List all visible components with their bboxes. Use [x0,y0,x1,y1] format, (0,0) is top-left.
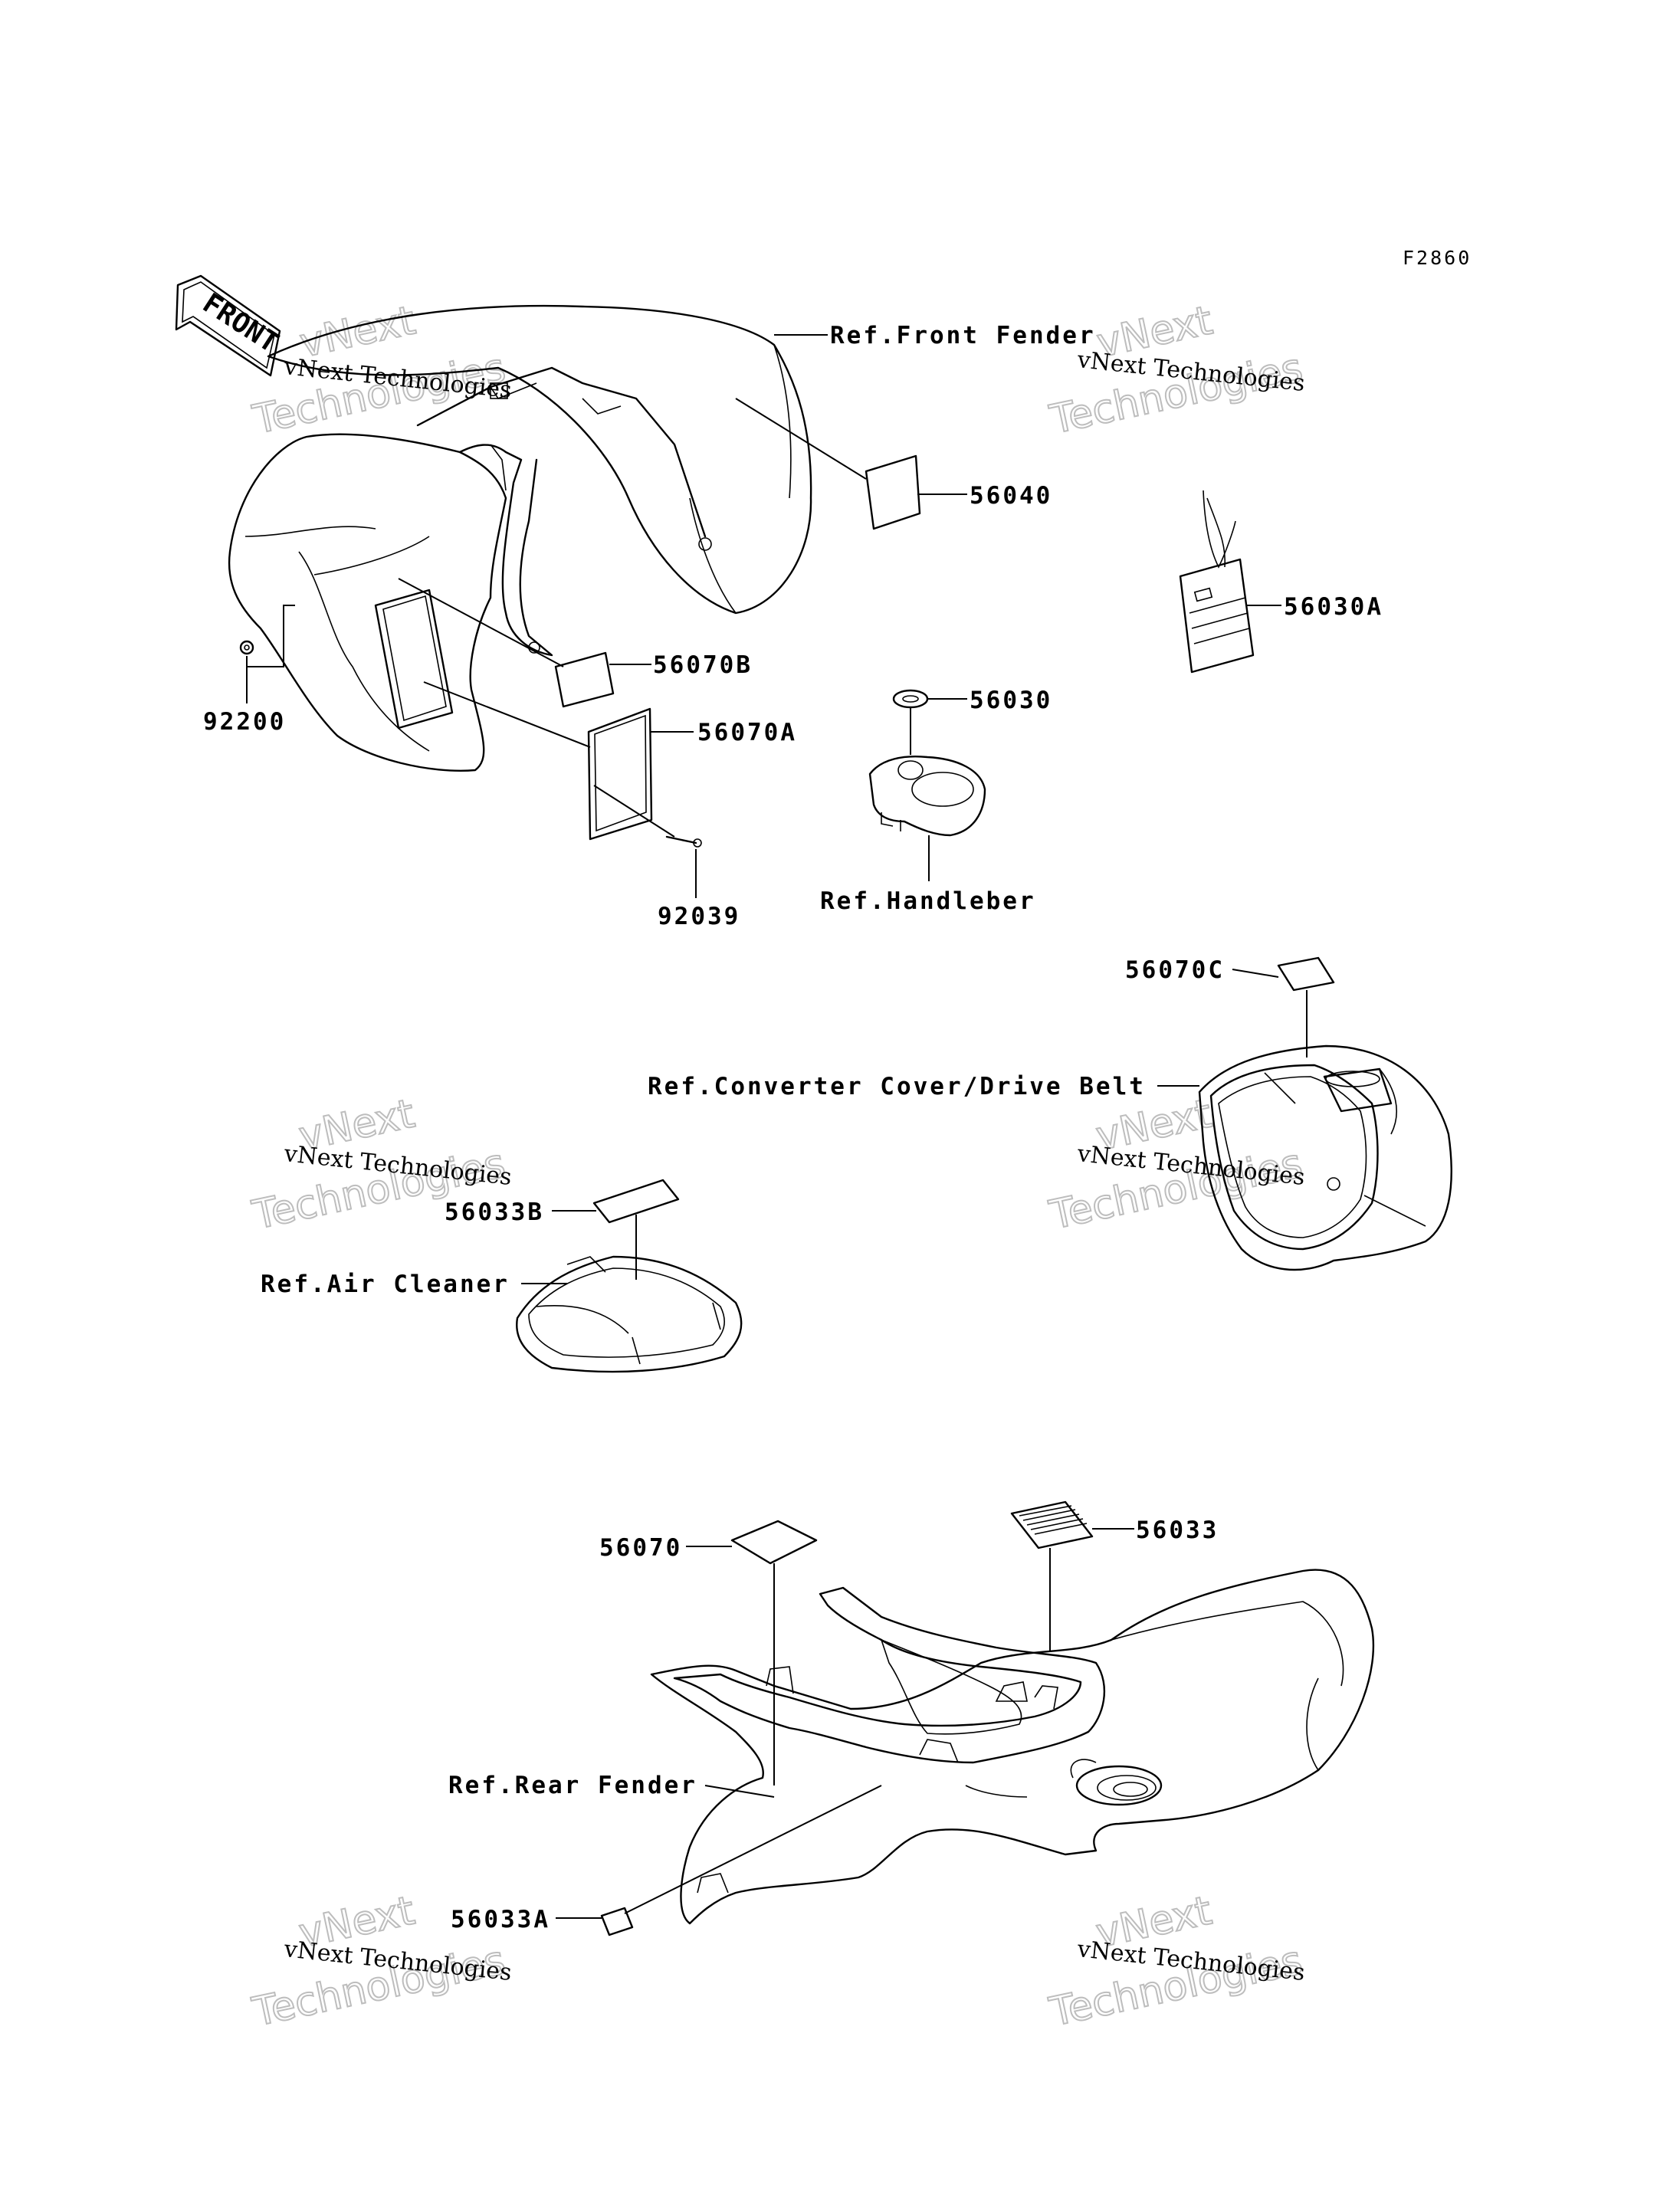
part-56070a-label-icon [587,707,653,841]
ref-rear-fender[interactable]: Ref.Rear Fender [448,1772,697,1799]
part-number-56040[interactable]: 56040 [970,482,1052,510]
part-56033a-label-icon [600,1907,634,1936]
part-56033-label-icon [1010,1500,1094,1549]
part-number-56033[interactable]: 56033 [1136,1517,1219,1544]
part-56070c-label-icon [1277,956,1335,992]
ref-front-fender[interactable]: Ref.Front Fender [830,322,1096,349]
rear-fender-drawing [650,1569,1375,1925]
ref-air-cleaner[interactable]: Ref.Air Cleaner [261,1271,510,1298]
part-number-56070[interactable]: 56070 [599,1534,682,1562]
front-fender-drawing [228,304,812,772]
part-number-56070a[interactable]: 56070A [697,719,797,746]
part-56030a-tag-icon [1179,490,1255,674]
ref-handlebar[interactable]: Ref.Handleber [820,887,1036,915]
handlebar-cover-drawing [868,756,986,837]
ref-converter-cover[interactable]: Ref.Converter Cover/Drive Belt [648,1073,1146,1100]
part-number-56030[interactable]: 56030 [970,687,1052,714]
part-56070b-label-icon [554,651,615,708]
air-cleaner-drawing [516,1255,743,1373]
part-number-56030a[interactable]: 56030A [1284,593,1383,621]
part-number-56070b[interactable]: 56070B [653,651,753,679]
svg-text:FRONT: FRONT [197,287,284,359]
part-number-92039[interactable]: 92039 [658,903,740,930]
part-92039-pin-icon [665,835,702,848]
part-number-92200[interactable]: 92200 [203,708,286,736]
diagram-code: F2860 [1403,247,1472,269]
part-number-56070c[interactable]: 56070C [1125,956,1225,984]
part-56033b-label-icon [592,1179,680,1224]
part-92200-nut-icon [239,640,254,655]
converter-cover-drawing [1198,1044,1452,1271]
part-56070-label-icon [730,1520,818,1565]
part-56030-ring-icon [892,689,929,709]
part-number-56033a[interactable]: 56033A [451,1906,550,1933]
front-arrow-icon: FRONT [175,274,284,377]
part-56040-label-icon [865,454,921,530]
part-number-56033b[interactable]: 56033B [445,1199,544,1226]
